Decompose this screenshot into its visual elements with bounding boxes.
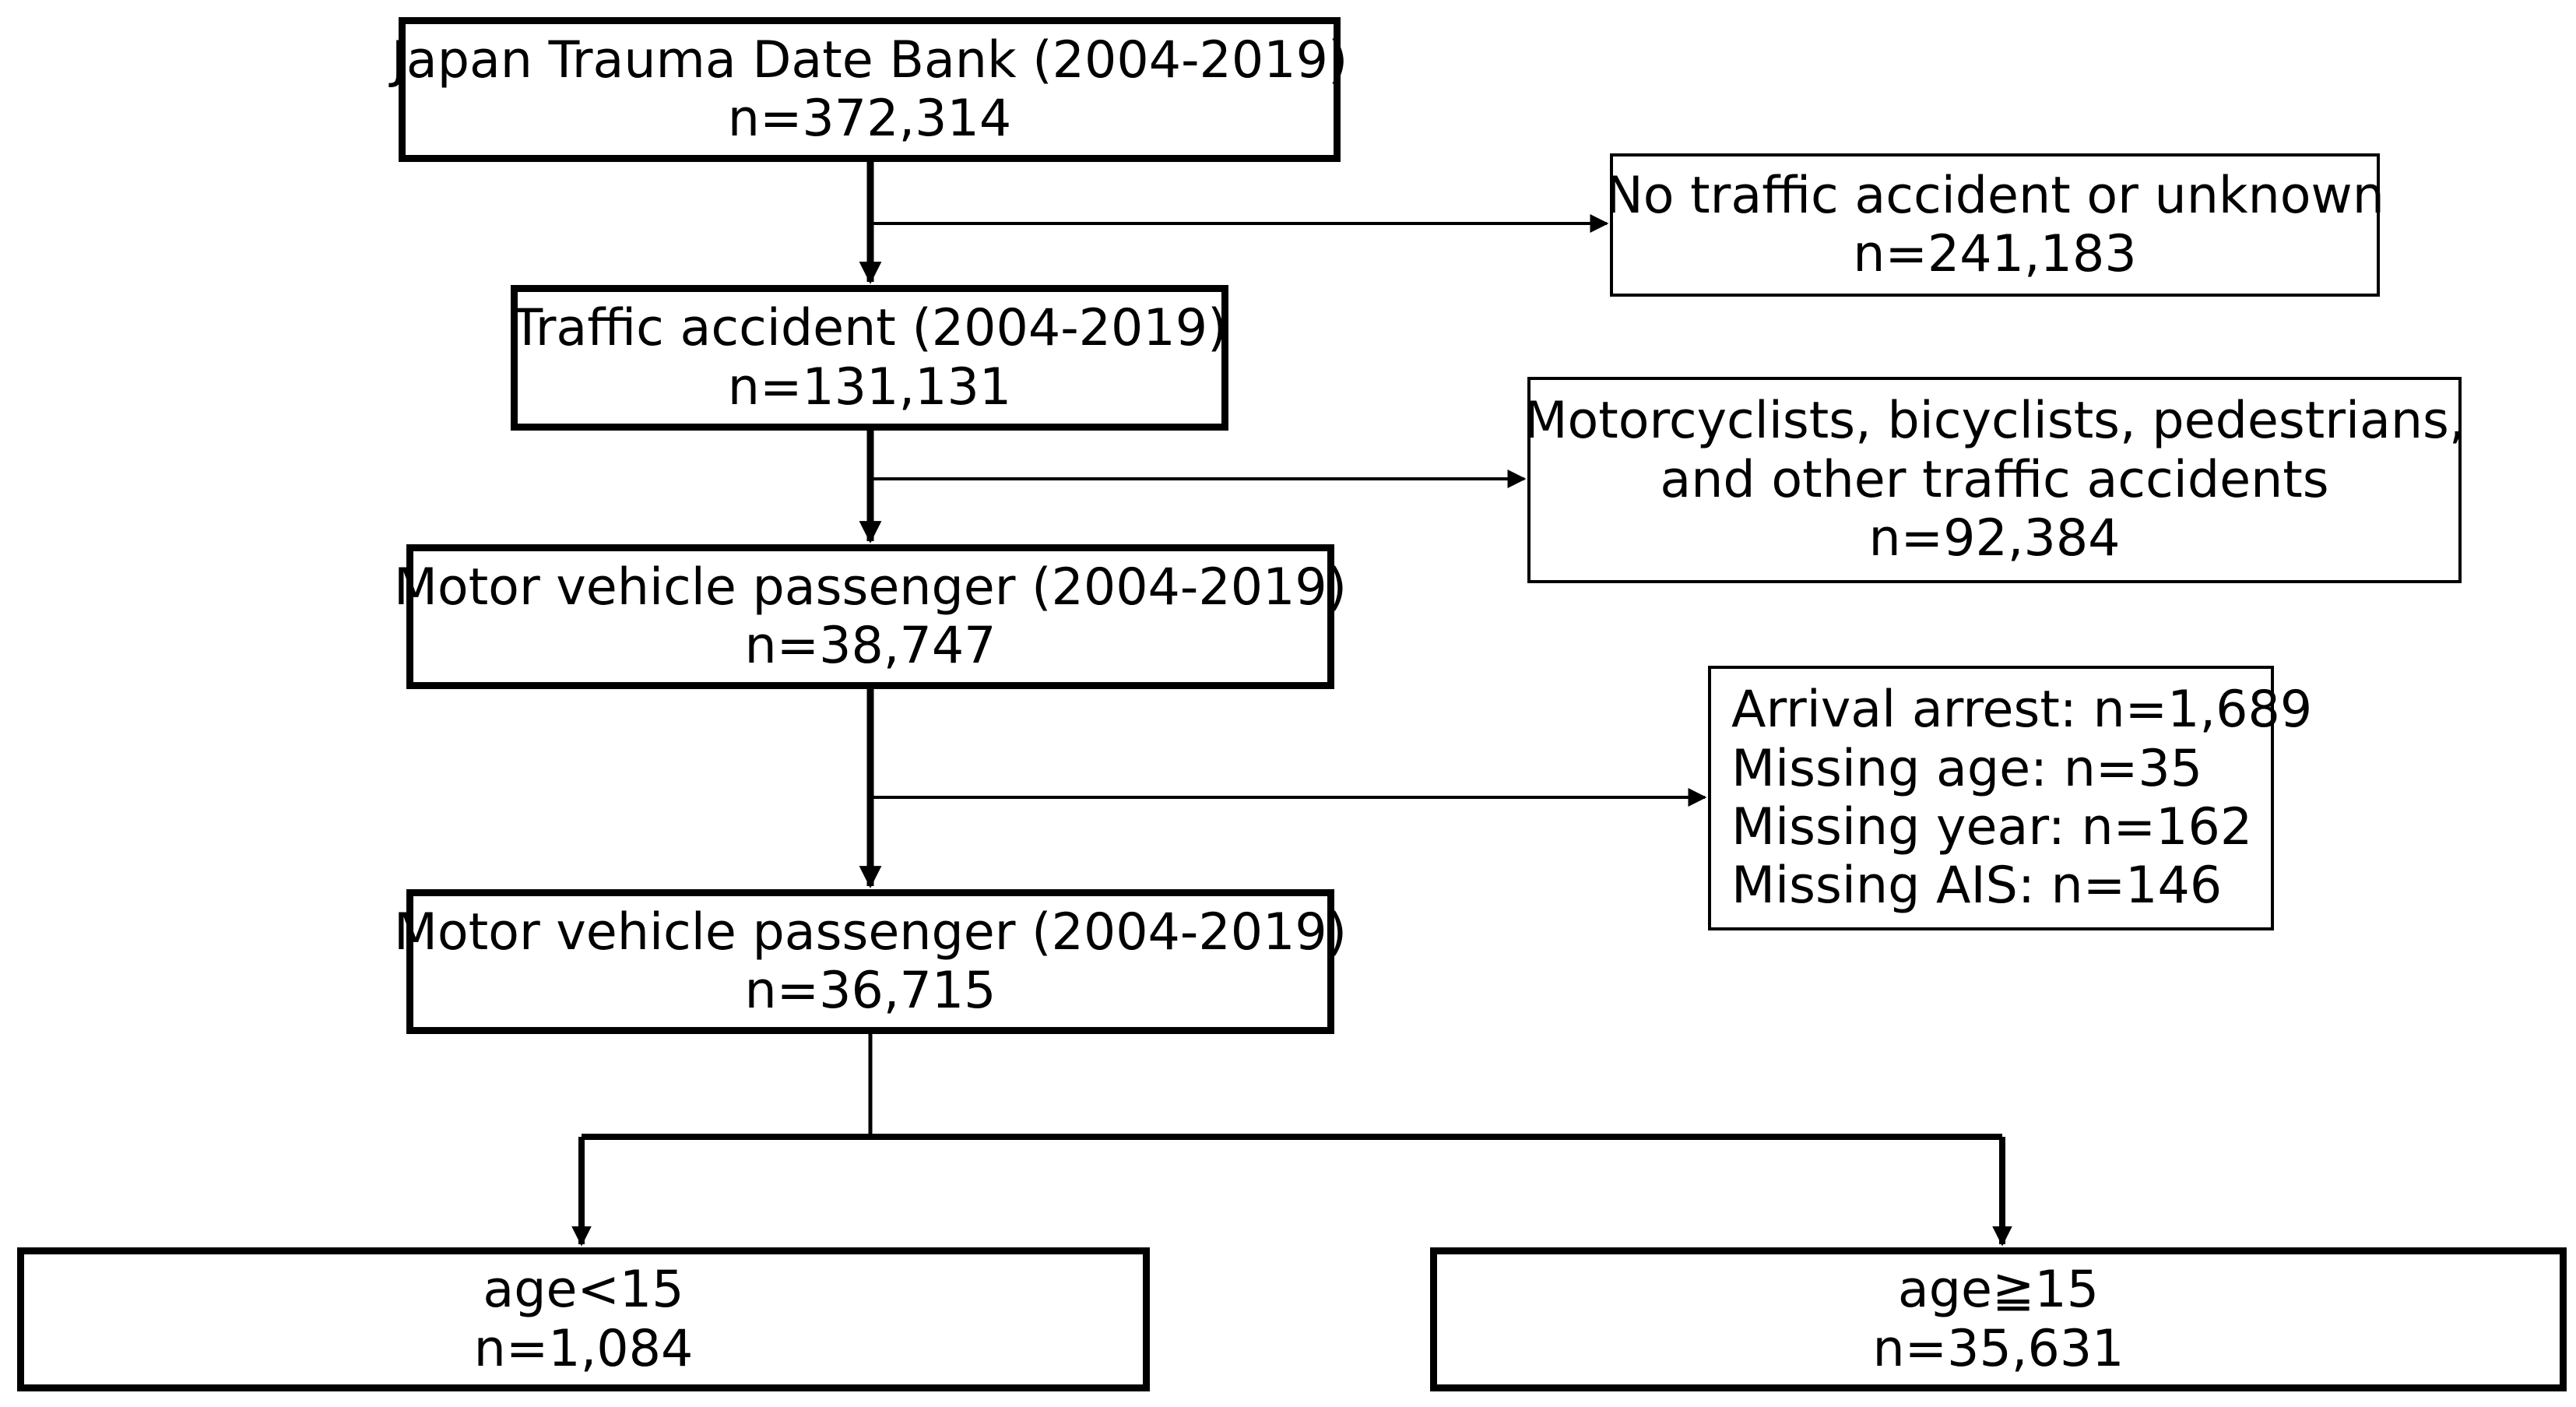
box-age-under-15-line-1: age<15 <box>483 1261 684 1320</box>
box-jtdb-line-2: n=372,314 <box>727 90 1012 148</box>
box-mv-passenger-1-line-1: Motor vehicle passenger (2004-2019) <box>393 558 1348 617</box>
box-mv-passenger-2-line-1: Motor vehicle passenger (2004-2019) <box>393 902 1348 962</box>
box-excluded-missing: Arrival arrest: n=1,689 Missing age: n=3… <box>1708 666 2312 930</box>
box-excluded-other-traffic-line-3: n=92,384 <box>1868 509 2121 568</box>
box-age-under-15-line-2: n=1,084 <box>473 1319 694 1378</box>
box-excluded-missing-line-2: Missing age: n=35 <box>1731 739 2203 798</box>
box-excluded-other-traffic: Motorcyclists, bicyclists, pedestrians, … <box>1523 377 2465 583</box>
box-jtdb-line-1: Japan Trauma Date Bank (2004-2019) <box>391 30 1348 90</box>
box-excluded-no-traffic: No traffic accident or unknown n=241,183 <box>1605 153 2384 297</box>
box-mv-passenger-2: Motor vehicle passenger (2004-2019) n=36… <box>394 889 1347 1034</box>
box-traffic-accident: Traffic accident (2004-2019) n=131,131 <box>511 285 1228 431</box>
box-age-under-15: age<15 n=1,084 <box>17 1247 1150 1391</box>
box-age-15-over: age≧15 n=35,631 <box>1430 1247 2567 1391</box>
box-excluded-other-traffic-line-1: Motorcyclists, bicyclists, pedestrians, <box>1523 392 2465 451</box>
box-mv-passenger-2-line-2: n=36,715 <box>744 962 996 1020</box>
box-age-15-over-line-1: age≧15 <box>1897 1261 2100 1320</box>
box-mv-passenger-1: Motor vehicle passenger (2004-2019) n=38… <box>394 544 1347 689</box>
box-excluded-other-traffic-line-2: and other traffic accidents <box>1660 450 2329 509</box>
box-excluded-no-traffic-line-2: n=241,183 <box>1853 225 2137 283</box>
box-age-15-over-line-2: n=35,631 <box>1872 1319 2124 1378</box>
box-excluded-missing-line-4: Missing AIS: n=146 <box>1731 857 2223 916</box>
box-mv-passenger-1-line-2: n=38,747 <box>744 617 996 675</box>
box-traffic-accident-line-1: Traffic accident (2004-2019) <box>511 299 1228 358</box>
box-traffic-accident-line-2: n=131,131 <box>727 357 1012 417</box>
box-excluded-missing-line-3: Missing year: n=162 <box>1731 798 2253 857</box>
box-excluded-no-traffic-line-1: No traffic accident or unknown <box>1605 166 2384 225</box>
box-excluded-missing-line-1: Arrival arrest: n=1,689 <box>1731 681 2313 740</box>
box-jtdb: Japan Trauma Date Bank (2004-2019) n=372… <box>392 17 1348 162</box>
